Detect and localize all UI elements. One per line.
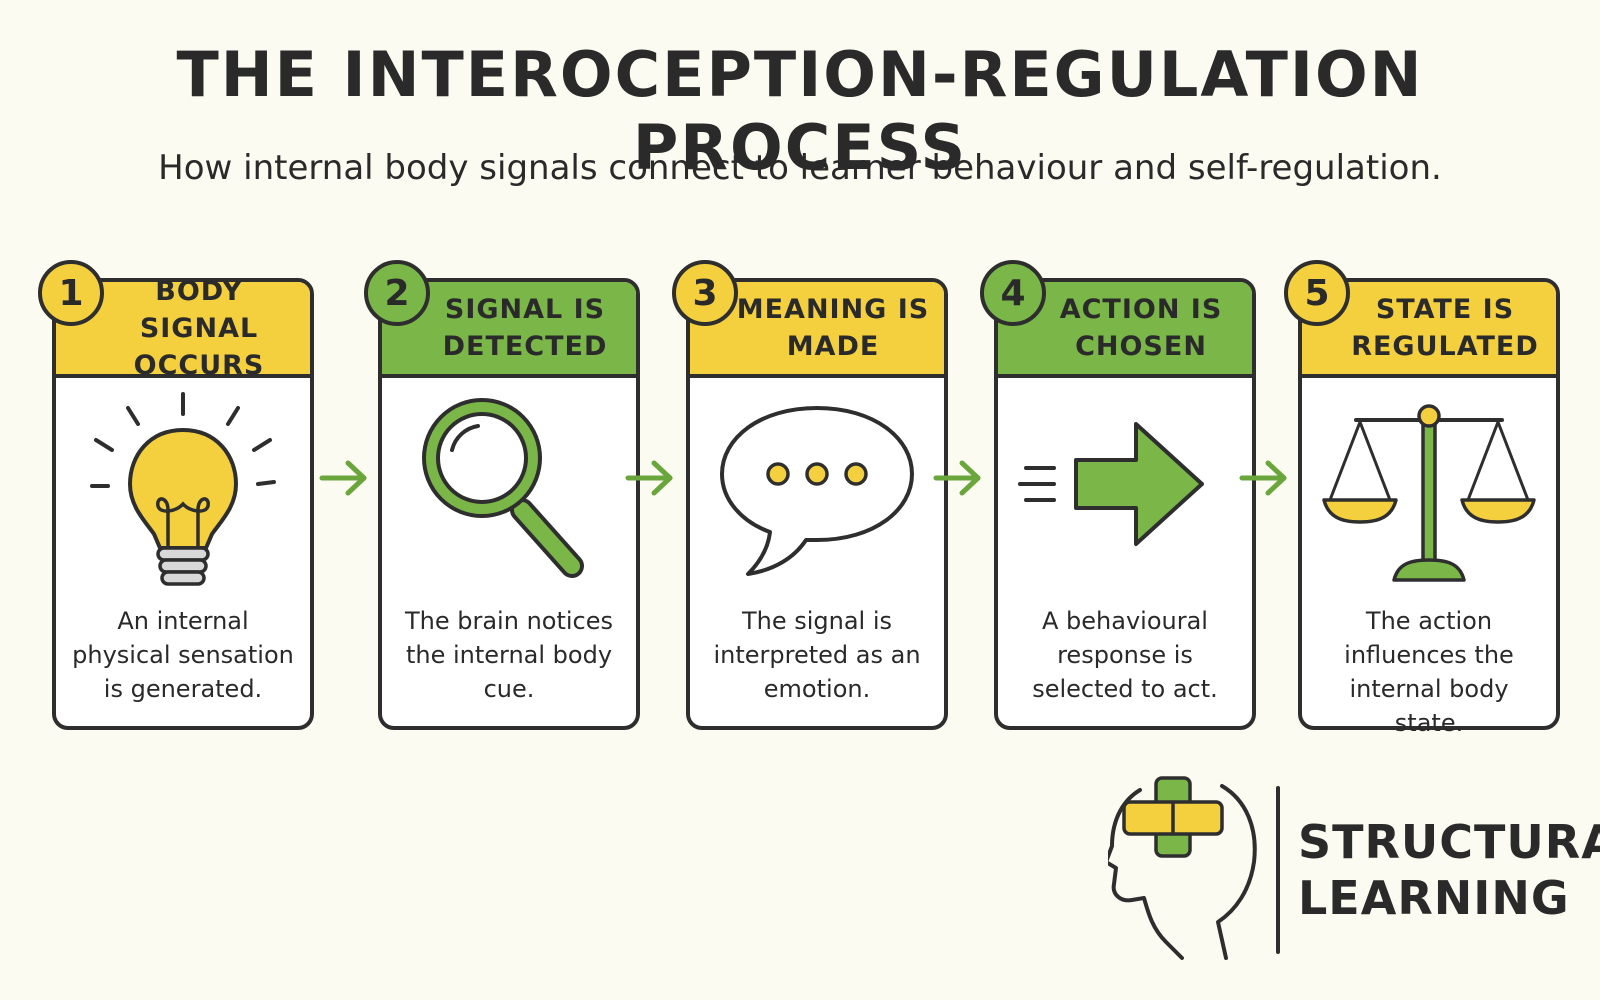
step-title: ACTION IS CHOSEN: [1059, 294, 1223, 362]
flow-arrow-icon: [1239, 460, 1287, 496]
step-card-3: 3 MEANING IS MADE The signal is interpre…: [672, 260, 948, 730]
lightbulb-icon: [90, 392, 276, 586]
step-number-badge: 1: [38, 260, 104, 326]
logo-line-2: LEARNING: [1298, 871, 1570, 925]
page-subtitle: How internal body signals connect to lea…: [158, 148, 1442, 188]
page-title: THE INTEROCEPTION-REGULATION PROCESS: [176, 38, 1424, 184]
step-title: MEANING IS MADE: [736, 294, 930, 362]
step-card-1: 1 BODY SIGNAL OCCURS An internal physica…: [38, 260, 314, 730]
speech-bubble-icon: [720, 406, 914, 576]
step-description: The signal is interpreted as an emotion.: [713, 607, 921, 703]
step-header: MEANING IS MADE: [690, 282, 944, 378]
step-title: BODY SIGNAL OCCURS: [133, 275, 265, 381]
step-card-4: 4 ACTION IS CHOSEN A behavioural respons…: [980, 260, 1256, 730]
step-number-badge: 4: [980, 260, 1046, 326]
arrow-right-icon: [1018, 422, 1204, 546]
step-title: SIGNAL IS DETECTED: [442, 294, 608, 362]
step-card-2: 2 SIGNAL IS DETECTED The brain notices t…: [364, 260, 640, 730]
step-title: STATE IS REGULATED: [1351, 294, 1539, 362]
flow-arrow-icon: [625, 460, 673, 496]
step-number-badge: 2: [364, 260, 430, 326]
step-number-badge: 5: [1284, 260, 1350, 326]
step-description: An internal physical sensation is genera…: [72, 607, 294, 703]
step-description: The action influences the internal body …: [1344, 607, 1514, 737]
step-description: A behavioural response is selected to ac…: [1032, 607, 1218, 703]
balance-scale-icon: [1322, 404, 1536, 582]
flow-arrow-icon: [933, 460, 981, 496]
magnifying-glass-icon: [422, 398, 584, 578]
logo-divider: [1276, 786, 1280, 954]
flow-arrow-icon: [319, 460, 367, 496]
step-number-badge: 3: [672, 260, 738, 326]
head-puzzle-icon: [1108, 776, 1257, 960]
step-card-5: 5 STATE IS REGULATED The action influenc…: [1284, 260, 1560, 737]
step-description: The brain notices the internal body cue.: [404, 607, 614, 703]
